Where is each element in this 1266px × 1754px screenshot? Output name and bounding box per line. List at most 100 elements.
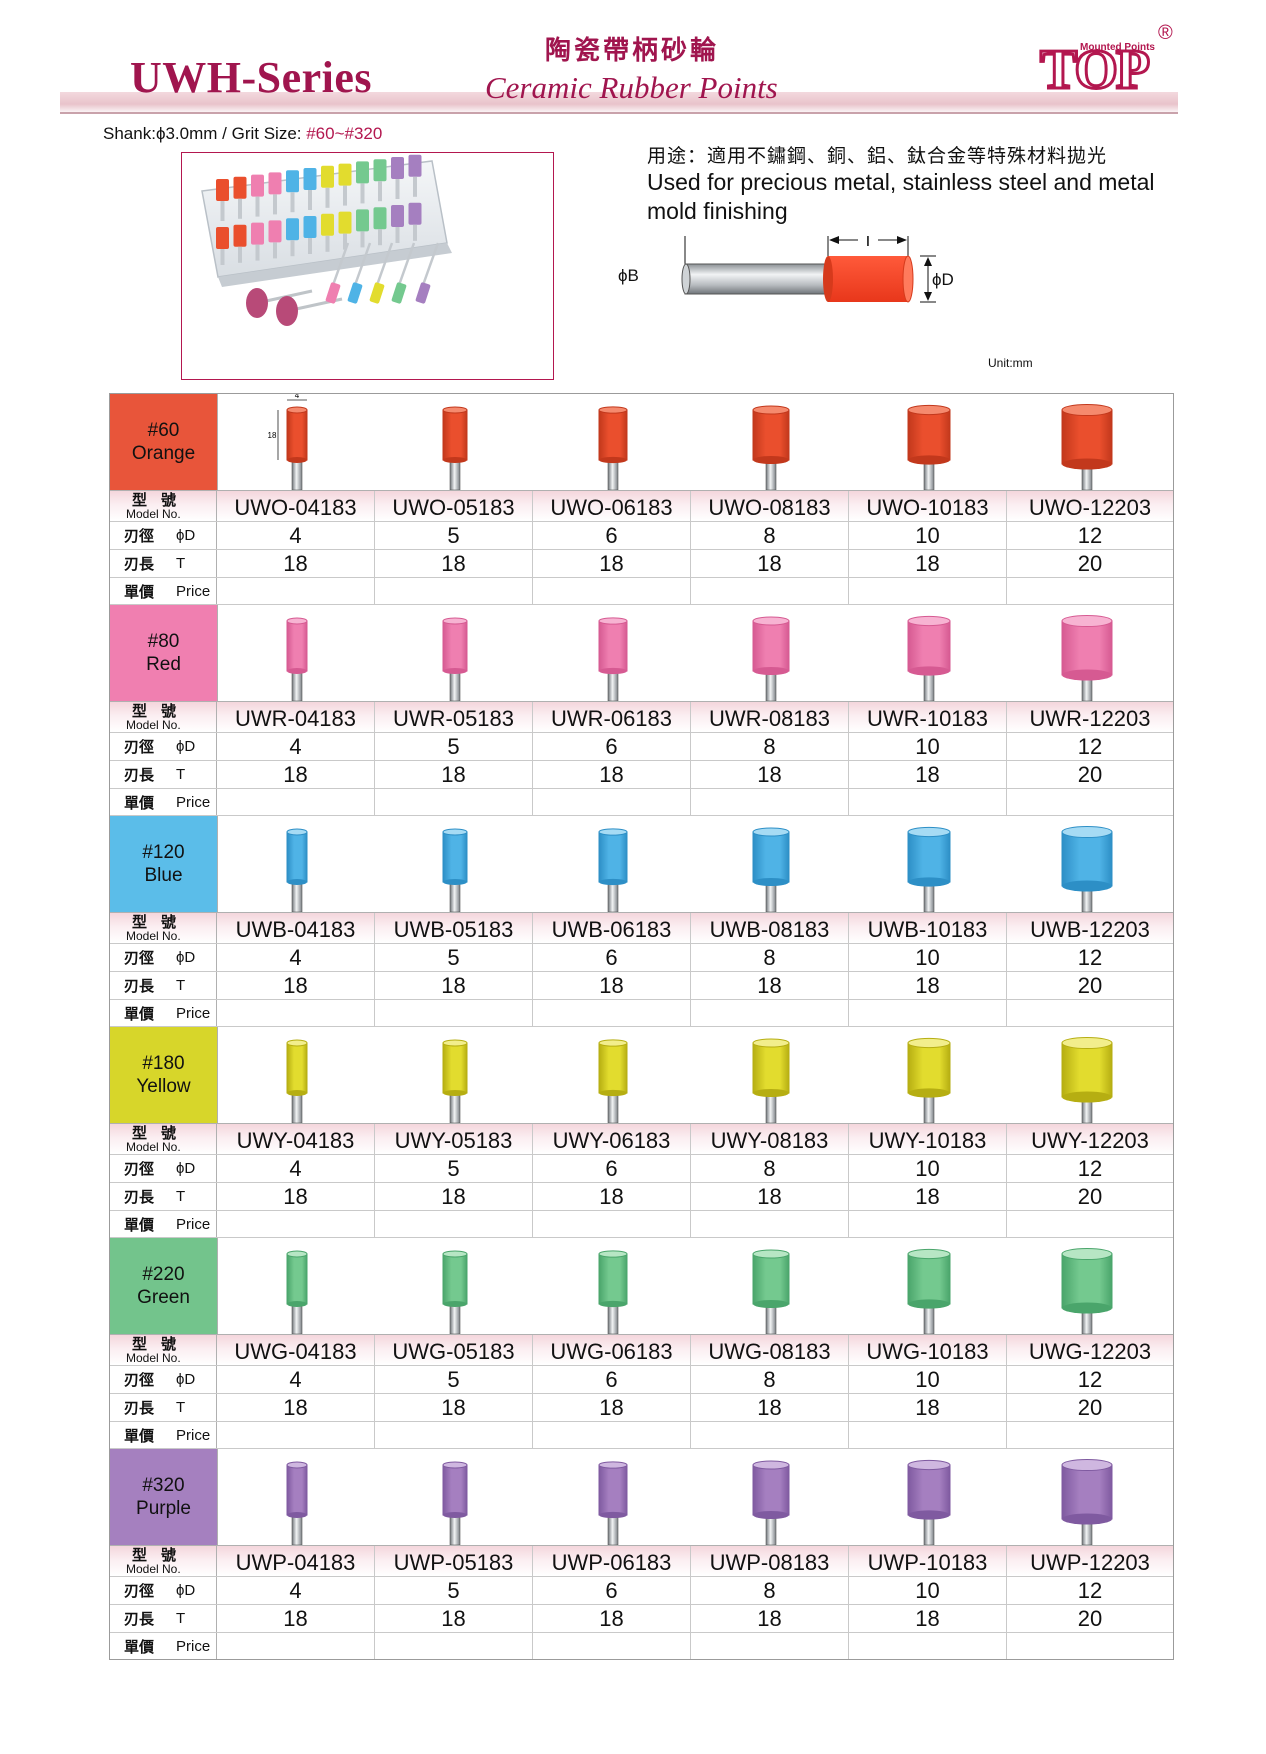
length-cell: 20	[1077, 1184, 1103, 1209]
shank-spec: Shank:ϕ3.0mm / Grit Size: #60~#320	[103, 124, 382, 144]
model-cell: UWG-08183	[691, 1335, 849, 1365]
registered-mark-icon: ®	[1158, 22, 1173, 44]
price-cell	[849, 789, 1007, 815]
label-english: Price	[176, 582, 211, 600]
usage-chinese: 用途：適用不鏽鋼、銅、鋁、鈦合金等特殊材料拋光	[647, 146, 1108, 167]
diameter-cell: 6	[533, 1577, 691, 1604]
product-set-illustration	[201, 154, 452, 326]
diameter-cell: 5	[375, 1155, 533, 1182]
price-cell	[217, 1422, 375, 1448]
price-cell	[849, 1211, 1007, 1237]
product-point-image	[442, 1250, 468, 1334]
model-cell: UWO-06183	[533, 491, 691, 521]
label-english: ϕD	[176, 738, 196, 755]
label-chinese: 刃長	[124, 977, 155, 995]
length-cell: 18	[691, 550, 849, 577]
length-cell: 20	[1077, 551, 1103, 576]
label-english: Model No.	[126, 717, 181, 732]
diameter-cell: 4	[217, 1155, 375, 1182]
label-english: T	[176, 1188, 186, 1205]
price-cell	[217, 1000, 375, 1026]
length-cell: 20	[1077, 762, 1103, 787]
product-images	[218, 605, 1173, 701]
tray-point	[408, 154, 422, 197]
product-point-image	[907, 1037, 951, 1123]
length-cell: 18	[217, 1183, 375, 1210]
product-images-svg	[286, 614, 1113, 701]
tray-point	[373, 159, 387, 202]
product-point-image	[286, 406, 308, 490]
product-point-image	[1061, 614, 1113, 701]
label-chinese: 型號	[132, 701, 191, 720]
model-cell: UWR-10183	[849, 702, 1007, 732]
unit-label: Unit:mm	[988, 356, 1033, 370]
length-cell: 18	[533, 550, 691, 577]
diameter-cell: 12	[1077, 523, 1103, 548]
label-chinese: 單價	[124, 1004, 155, 1023]
diameter-cell: 10	[849, 1366, 1007, 1393]
model-cell: UWO-10183	[849, 491, 1007, 521]
length-cell: 18	[375, 972, 533, 999]
diameter-cell: 6	[533, 733, 691, 760]
grit-color-name: Green	[137, 1287, 190, 1308]
diameter-cell: 8	[691, 1366, 849, 1393]
price-cell	[375, 1000, 533, 1026]
diameter-cell: 6	[533, 1366, 691, 1393]
length-cell: 18	[375, 550, 533, 577]
diameter-cell: 8	[691, 1155, 849, 1182]
model-cell: UWR-06183	[533, 702, 691, 732]
model-cell: UWO-12203	[1028, 495, 1152, 520]
product-point-image	[286, 828, 308, 912]
price-row-label: 單價 Price	[110, 1633, 217, 1659]
product-images	[218, 816, 1173, 912]
diameter-cell: 4	[217, 1366, 375, 1393]
product-point-image	[598, 1250, 628, 1334]
label-chinese: 刃長	[124, 1188, 155, 1206]
label-english: Model No.	[126, 1561, 181, 1576]
label-chinese: 型號	[132, 490, 191, 509]
length-cell: 18	[849, 761, 1007, 788]
logo-subtitle: Mounted Points	[1080, 42, 1155, 53]
product-point-image	[286, 617, 308, 701]
diameter-cell: 8	[691, 733, 849, 760]
length-cell: 18	[849, 1183, 1007, 1210]
length-cell: 18	[849, 1394, 1007, 1421]
model-cell: UWB-10183	[849, 913, 1007, 943]
dimension-drawing: L T ϕD	[652, 216, 954, 303]
diameter-cell: 12	[1077, 1156, 1103, 1181]
diameter-cell: 10	[849, 944, 1007, 971]
length-cell: 20	[1077, 1606, 1103, 1631]
length-cell: 18	[849, 550, 1007, 577]
length-cell: 18	[533, 761, 691, 788]
model-cell: UWP-10183	[849, 1546, 1007, 1576]
model-cell: UWO-04183	[217, 491, 375, 521]
model-cell: UWR-05183	[375, 702, 533, 732]
sample-dim-width: 4	[295, 394, 300, 400]
price-cell	[217, 789, 375, 815]
tray-point	[356, 209, 369, 248]
diameter-cell: 5	[375, 944, 533, 971]
length-cell: 18	[217, 1394, 375, 1421]
model-cell: UWO-05183	[375, 491, 533, 521]
label-english: T	[176, 766, 186, 783]
label-chinese: 單價	[124, 1637, 155, 1656]
label-english: Price	[176, 1637, 211, 1655]
model-cell: UWY-08183	[691, 1124, 849, 1154]
